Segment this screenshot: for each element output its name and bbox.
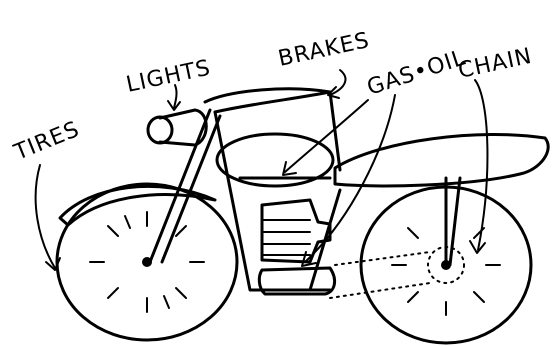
label-tires: TIRES (10, 117, 83, 166)
arrow-chain (470, 80, 487, 253)
handlebar (205, 89, 330, 112)
label-gas-oil: GAS•OIL (364, 45, 469, 100)
arrow-gas-oil (283, 95, 395, 266)
label-chain: CHAIN (456, 44, 534, 84)
seat (335, 135, 548, 186)
rear-wheel (361, 178, 531, 343)
front-wheel (57, 184, 237, 340)
chain (330, 252, 430, 298)
label-lights: LIGHTS (124, 56, 213, 98)
label-brakes: BRAKES (276, 28, 372, 72)
